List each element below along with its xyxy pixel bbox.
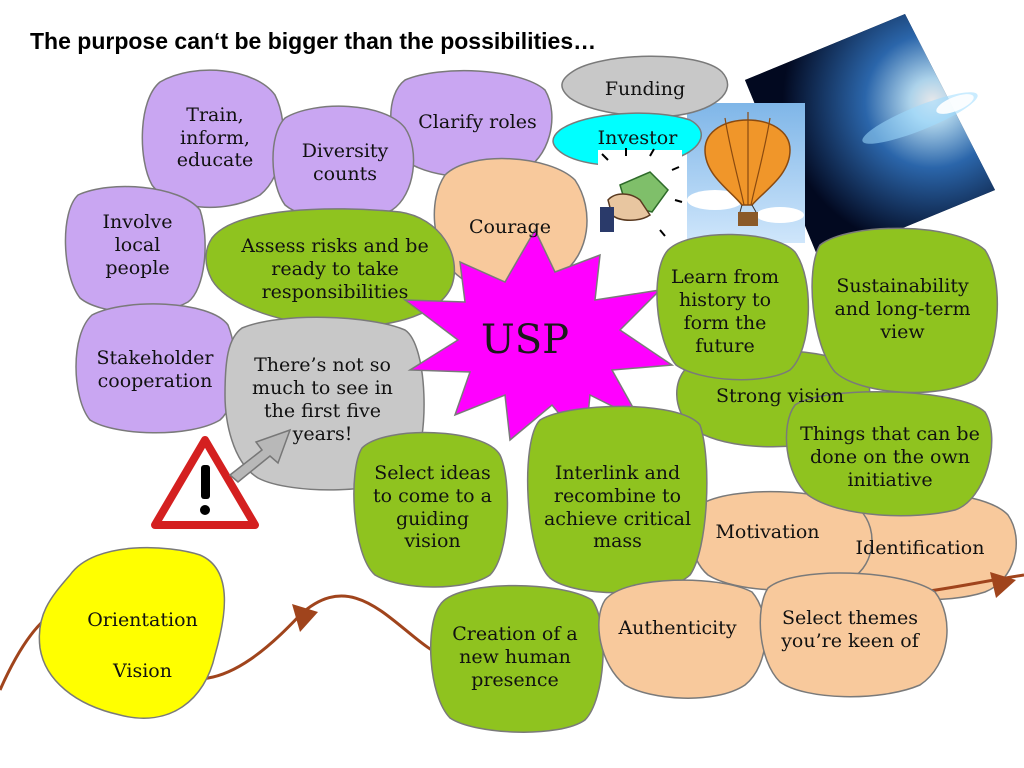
authenticity-label: Authenticity [618,616,737,639]
train-shape [141,69,285,209]
sustain-label: Sustainability and long-term view [834,275,971,343]
motivation-label: Motivation [715,520,820,543]
arrow-icon [990,572,1016,598]
comet-icon [745,14,995,262]
clarify-label: Clarify roles [418,111,537,134]
things-label: Things that can be done on the own initi… [800,423,980,491]
warning-triangle-icon [151,436,259,529]
stakeholder-shape [75,303,237,434]
creation-shape [429,584,604,733]
vision-label: Vision [113,659,172,682]
diversity-shape [272,105,415,221]
sustain-shape [811,227,999,394]
notmuch-label: There’s not so much to see in the first … [252,354,393,445]
strong-label: Strong vision [716,384,844,407]
assess-label: Assess risks and be ready to take respon… [241,235,429,303]
select-ideas-shape [353,431,509,588]
things-shape [785,391,993,517]
identification-label: Identification [855,536,985,559]
involve-shape [64,185,206,314]
funding-shape [561,55,729,118]
hot-air-balloon-icon [687,103,805,243]
interlink-shape [526,405,708,594]
interlink-label: Interlink and recombine to achieve criti… [543,461,692,553]
involve-label: Involve local people [102,211,173,279]
creation-label: Creation of a new human presence [452,623,578,691]
stakeholder-label: Stakeholder cooperation [96,347,214,392]
orientation-label: Orientation [87,608,198,631]
learn-label: Learn from history to form the future [670,266,780,357]
arrow-icon [228,428,292,483]
arrow-icon [292,604,318,632]
page-title: The purpose can‘t be bigger than the pos… [30,28,597,54]
select-ideas-label: Select ideas to come to a guiding vision [373,461,492,553]
funding-label: Funding [604,77,686,100]
select-themes-label: Select themes you’re keen of [781,606,919,652]
authenticity-shape [598,579,767,699]
usp-starburst [402,228,675,447]
diversity-label: Diversity counts [301,139,389,185]
investor-label: Investor [597,126,678,149]
usp-label: USP [480,317,570,363]
learn-shape [656,233,810,381]
select-themes-shape [759,572,948,698]
orientation-shape [38,546,226,719]
train-label: Train, inform, educate [176,103,254,172]
hand-with-money-icon [598,148,683,242]
courage-label: Courage [468,216,552,239]
